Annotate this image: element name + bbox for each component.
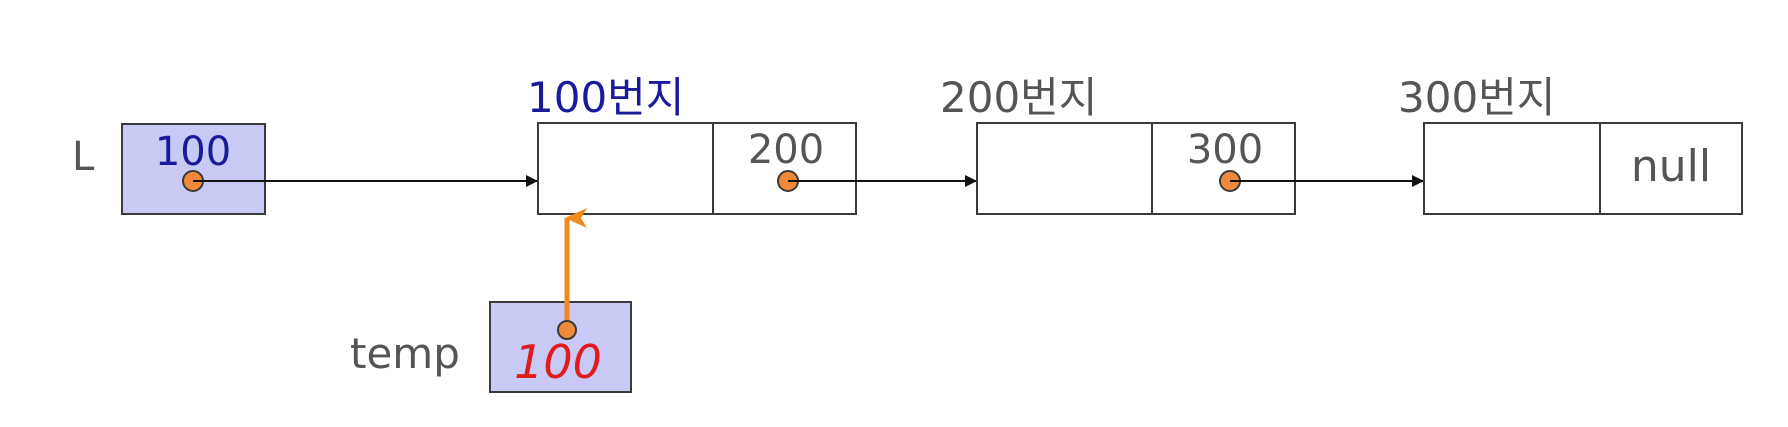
node-2-link-cell [1151, 122, 1296, 215]
node-2-data-cell [976, 122, 1153, 215]
node-1-link-cell [712, 122, 857, 215]
node-3-link-value: null [1631, 141, 1711, 192]
pointer-temp-box [489, 301, 632, 393]
pointer-temp-value: 100 [514, 335, 602, 389]
pointer-l-label: L [72, 134, 95, 180]
node-1-link-value: 200 [748, 127, 824, 173]
node-2-address: 200번지 [940, 73, 1097, 122]
pointer-temp-label: temp [350, 329, 460, 378]
node-3-data-cell [1423, 122, 1601, 215]
pointer-l-box [121, 123, 266, 215]
node-2-link-value: 300 [1187, 127, 1263, 173]
pointer-l-value: 100 [155, 129, 231, 175]
node-3-link-cell [1599, 122, 1743, 215]
pointer-temp-dot [557, 320, 577, 340]
node-1-data-cell [537, 122, 714, 215]
node-1-address: 100번지 [527, 73, 684, 122]
node-3-address: 300번지 [1398, 73, 1555, 122]
